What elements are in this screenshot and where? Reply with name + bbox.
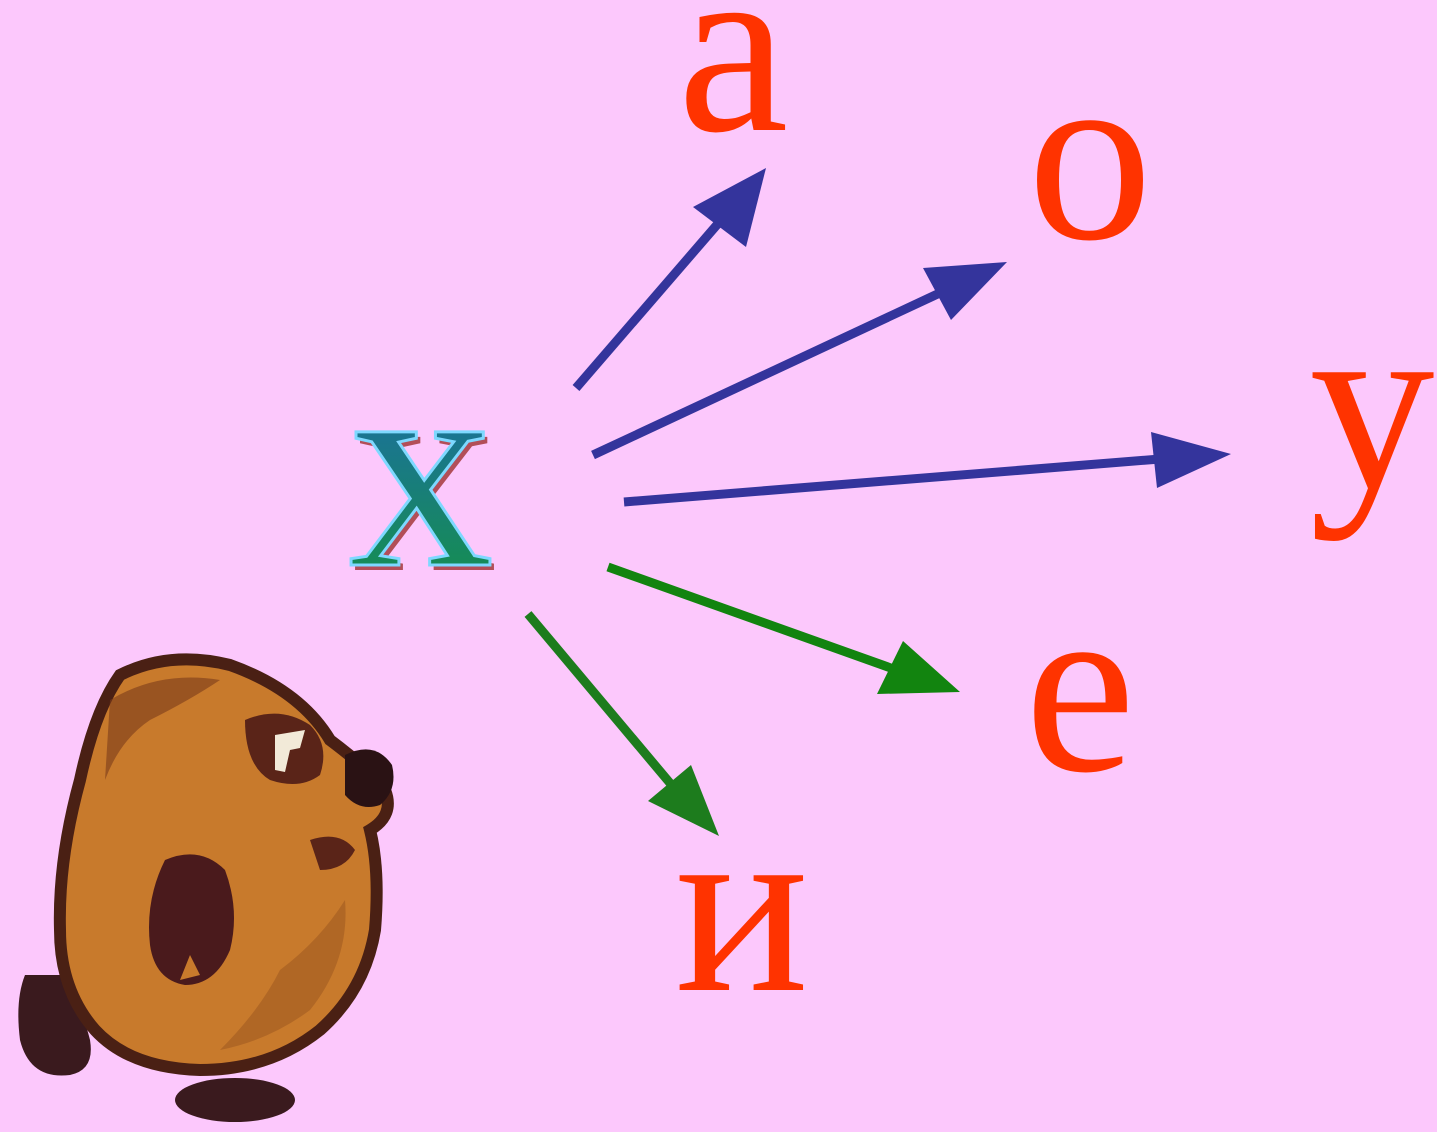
bear-cub-icon — [18, 653, 394, 1122]
vowel-a: а — [678, 0, 789, 185]
arrow-to-a — [572, 168, 766, 391]
arrow-to-i — [524, 611, 719, 836]
source-letter: х х — [347, 306, 498, 634]
arrow-to-e — [606, 562, 960, 694]
source-letter-shadow: х — [353, 312, 498, 633]
vowel-i: и — [675, 768, 809, 1045]
arrow-to-o — [591, 262, 1007, 460]
source-letter-glyph: х — [349, 307, 494, 628]
vowel-o: о — [1028, 16, 1153, 293]
vowel-e: е — [1025, 548, 1136, 825]
arrow-to-u — [623, 432, 1231, 507]
vowel-u: у — [1310, 265, 1435, 542]
